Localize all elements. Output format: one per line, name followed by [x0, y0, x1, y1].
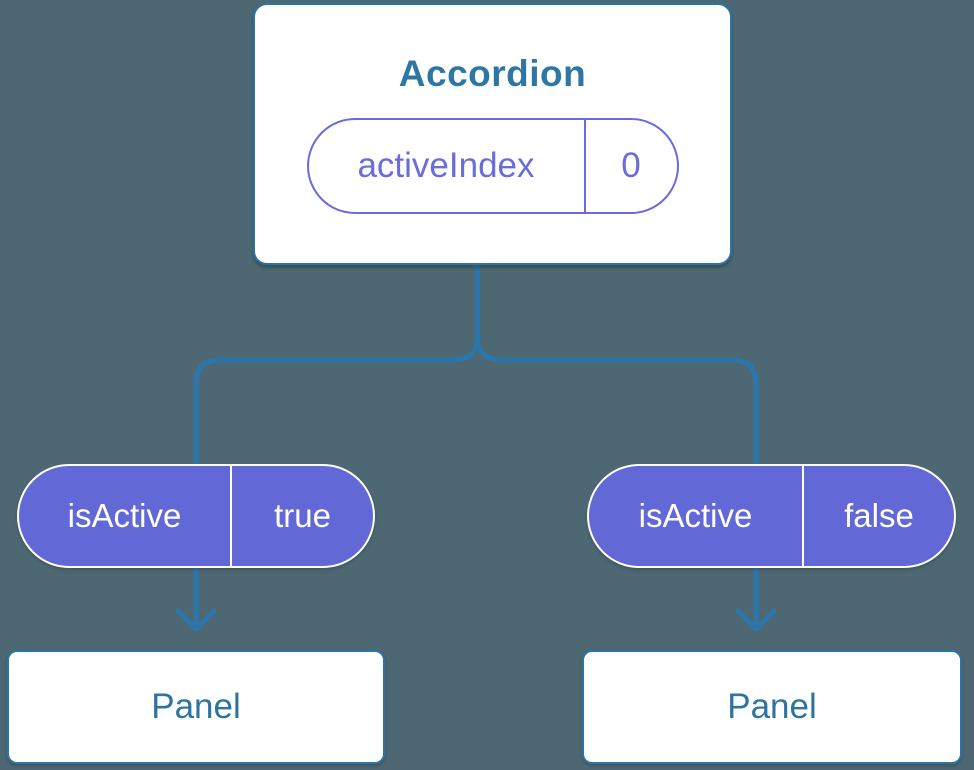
prop-pill-isactive-true: isActive true	[17, 464, 375, 568]
prop-value: false	[844, 497, 914, 534]
prop-name: isActive	[19, 466, 232, 566]
prop-pill-isactive-false: isActive false	[587, 464, 956, 568]
prop-name: isActive	[589, 466, 804, 566]
connector-left-branch	[193, 263, 480, 627]
panel-component-card-left: Panel	[7, 650, 385, 764]
panel-label: Panel	[151, 687, 241, 726]
panel-label: Panel	[727, 687, 817, 726]
state-name: activeIndex	[357, 146, 535, 185]
accordion-title: Accordion	[398, 53, 587, 94]
state-pill: activeIndex 0	[306, 118, 679, 214]
panel-component-card-right: Panel	[582, 650, 962, 764]
state-value: 0	[583, 120, 677, 212]
prop-value: true	[274, 497, 331, 534]
accordion-component-card: Accordion activeIndex 0	[253, 3, 732, 265]
arrow-down-icon	[175, 608, 217, 632]
arrow-down-icon	[735, 608, 777, 632]
connector-right-branch	[475, 263, 759, 627]
